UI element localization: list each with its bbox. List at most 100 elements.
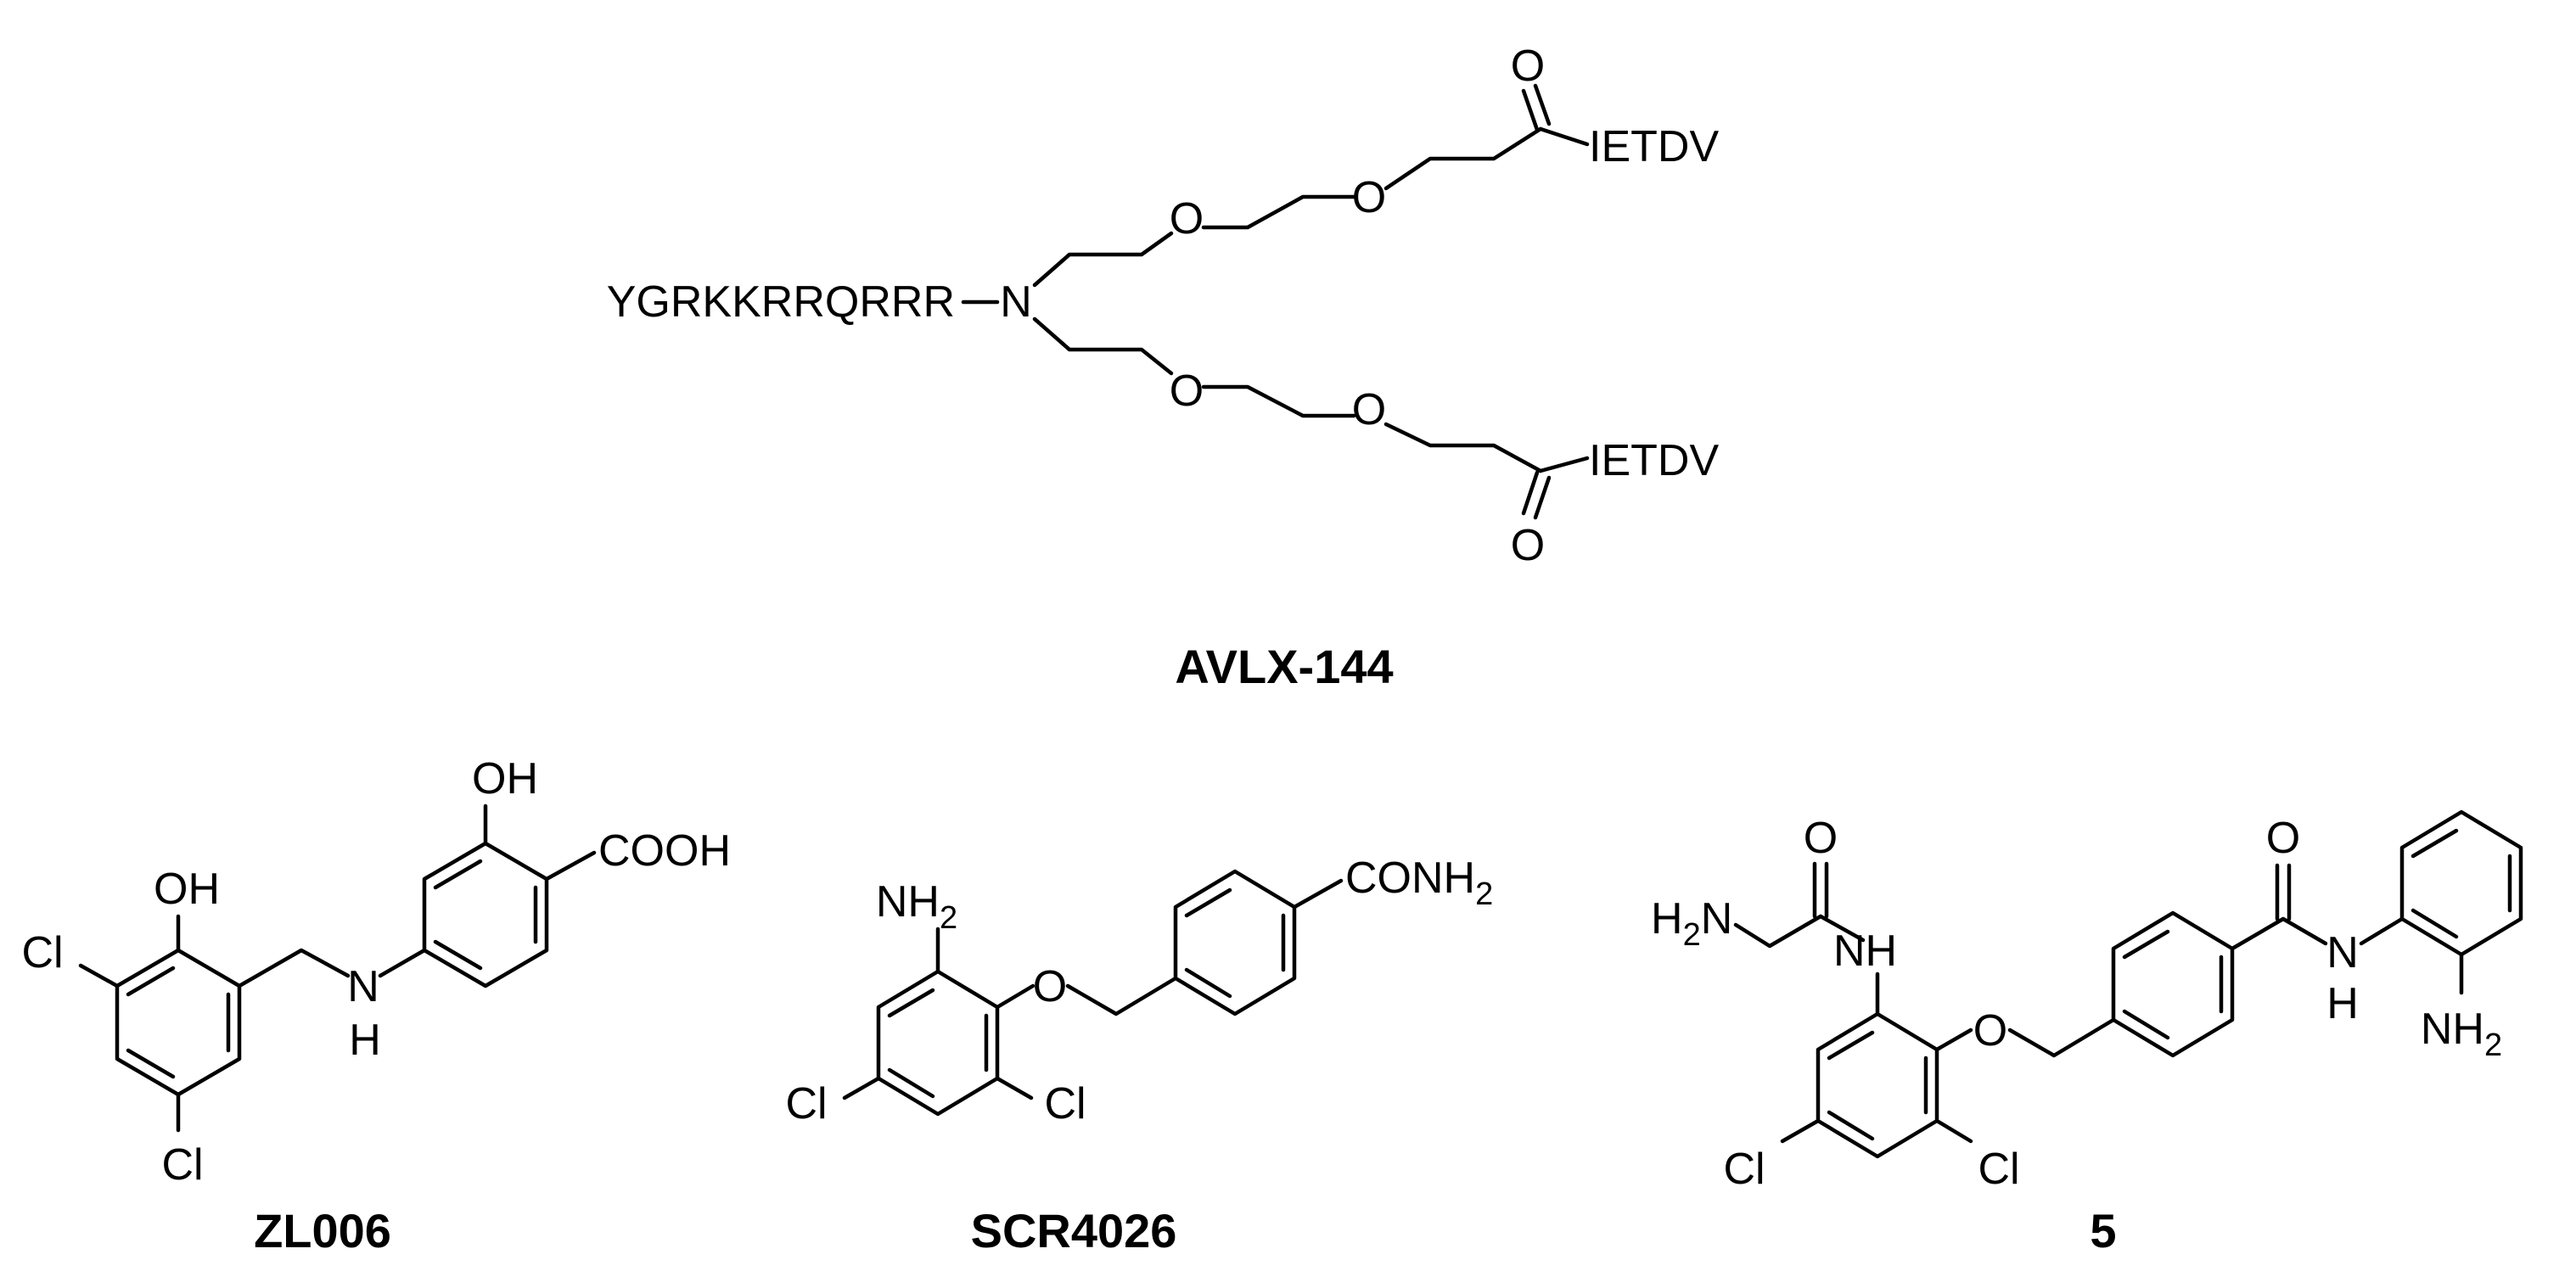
- compound5-anilide-nh-label: NH: [1833, 927, 1897, 976]
- compound5-benzamide-ring: [2111, 910, 2235, 1058]
- compound5-glycyl-amide-bond: [1818, 914, 1866, 943]
- compound5-glycyl-carbonyl-oxygen: O: [1804, 814, 1838, 863]
- compound5-aminophenyl-ring-double-3: [2410, 908, 2459, 939]
- avlx144-upper-ether-oxygen-1: O: [1170, 194, 1204, 244]
- scr4026-amide-bond: [1292, 878, 1344, 910]
- compound5-ether-bond-1: [1934, 1027, 1973, 1052]
- zl006-acid-bond: [544, 850, 597, 882]
- avlx144-lower-amide-bond: [1538, 456, 1590, 473]
- scr4026-cl-bond-1: [842, 1076, 881, 1100]
- scr4026-structure: NH2 Cl Cl O CONH2 SCR4026: [785, 854, 1493, 1257]
- zl006-salicylic-oh-label: OH: [472, 754, 538, 803]
- scr4026-amine-nh: NH: [876, 877, 940, 927]
- avlx144-upper-ietdv-label: IETDV: [1589, 122, 1719, 171]
- avlx144-upper-peg-chain: [1032, 231, 1174, 288]
- compound5-h2n-h: H: [1651, 894, 1683, 943]
- compound5-ether-oxygen-label: O: [1973, 1006, 2007, 1055]
- zl006-amine-n-label: N: [347, 962, 379, 1011]
- avlx144-upper-propanoyl-chain: [1383, 126, 1543, 191]
- compound5-aryl-amine-label: NH2: [2421, 1005, 2502, 1063]
- compound5-compound-name: 5: [2090, 1204, 2116, 1257]
- zl006-phenol-oh-label: OH: [154, 865, 220, 914]
- scr4026-chloro-label-2: Cl: [1044, 1079, 1086, 1128]
- scr4026-aniline-ring-double-1: [887, 988, 935, 1018]
- compound5-aminophenyl-ring: [2399, 809, 2523, 957]
- zl006-compound-name: ZL006: [254, 1204, 391, 1257]
- zl006-amine-ring-bond: [378, 948, 427, 978]
- compound5-structure: H2N O NH Cl Cl O O N H: [1651, 809, 2523, 1257]
- compound5-chloro-label-1: Cl: [1723, 1145, 1765, 1194]
- compound5-aminophenyl-ring-double-1: [2410, 828, 2459, 859]
- zl006-phenol-ring-double-3: [126, 1048, 176, 1079]
- avlx144-upper-ether-oxygen-2: O: [1352, 173, 1386, 222]
- avlx144-lower-peg-chain-2: [1201, 384, 1356, 418]
- scr4026-chloro-label-1: Cl: [785, 1079, 827, 1128]
- compound5-benzamide-ring-double-1: [2122, 929, 2170, 960]
- avlx144-lower-carbonyl-bond-a: [1521, 470, 1540, 516]
- scr4026-aniline-ring-double-3: [887, 1067, 935, 1099]
- compound5-cl-bond-1: [1780, 1118, 1821, 1144]
- avlx144-upper-carbonyl-oxygen: O: [1511, 42, 1545, 91]
- avlx144-lower-ether-oxygen-1: O: [1170, 367, 1204, 416]
- avlx144-compound-name: AVLX-144: [1175, 640, 1393, 693]
- zl006-chloro-label-2: Cl: [161, 1140, 203, 1190]
- compound5-cl-bond-2: [1934, 1118, 1973, 1144]
- zl006-phenol-ring-double-1: [126, 966, 176, 997]
- avlx144-lower-carbonyl-bond-b: [1533, 475, 1552, 520]
- avlx144-lower-ietdv-label: IETDV: [1589, 436, 1719, 485]
- compound5-benzyl-linker: [2007, 1017, 2116, 1058]
- compound5-benzamide-carbonyl-chain: [2230, 916, 2286, 951]
- scr4026-ether-bond-1: [995, 983, 1035, 1010]
- scr4026-amine-label: NH2: [876, 877, 957, 936]
- compound5-dichloro-ring-double-3: [1827, 1110, 1875, 1141]
- scr4026-ether-oxygen-label: O: [1033, 962, 1067, 1011]
- compound5-aryl-amine-nh: NH: [2421, 1005, 2484, 1054]
- scr4026-amine-subscript: 2: [940, 900, 957, 936]
- zl006-salicylic-ring-double-1: [433, 859, 483, 890]
- avlx144-structure: YGRKKRRQRRR N O O O IETDV O O O IETDV AV…: [607, 42, 1720, 693]
- scr4026-benzamide-ring-double-3: [1184, 967, 1232, 999]
- zl006-phenol-ring: [115, 948, 242, 1097]
- scr4026-benzamide-ring: [1173, 869, 1297, 1016]
- compound5-benzamide-n-bond: [2281, 916, 2328, 946]
- avlx144-tat-peptide-label: YGRKKRRQRRR: [607, 277, 955, 327]
- compound5-dichloro-ring: [1816, 1011, 1939, 1159]
- compound5-benzamide-carbonyl-oxygen: O: [2266, 814, 2300, 863]
- zl006-structure: OH Cl Cl N H OH COOH ZL006: [21, 754, 731, 1257]
- compound5-h2n-subscript: 2: [1683, 917, 1701, 953]
- scr4026-cl-bond-2: [995, 1076, 1034, 1100]
- zl006-benzyl-linker: [237, 948, 351, 988]
- scr4026-aniline-ring: [876, 969, 1000, 1117]
- zl006-chloro-label-1: Cl: [21, 928, 63, 977]
- compound5-h2n-n: N: [1701, 894, 1733, 943]
- compound5-h2n-label: H2N: [1651, 894, 1732, 953]
- zl006-amine-h-label: H: [349, 1016, 381, 1065]
- compound5-aryl-amine-subscript: 2: [2484, 1027, 2502, 1063]
- scr4026-amide-subscript: 2: [1475, 876, 1493, 912]
- scr4026-compound-name: SCR4026: [971, 1204, 1177, 1257]
- compound5-benzamide-ring-double-3: [2122, 1009, 2170, 1040]
- zl006-carboxylic-acid-label: COOH: [598, 826, 731, 876]
- compound5-dichloro-ring-double-1: [1827, 1030, 1875, 1061]
- zl006-salicylic-ring-double-3: [433, 939, 483, 971]
- zl006-cl-bond-1: [78, 963, 120, 988]
- avlx144-lower-propanoyl-chain: [1383, 422, 1543, 473]
- scr4026-amide-label: CONH2: [1345, 854, 1493, 912]
- scr4026-benzyl-linker: [1065, 976, 1178, 1016]
- scr4026-benzamide-ring-double-1: [1184, 887, 1232, 918]
- avlx144-lower-carbonyl-oxygen: O: [1511, 521, 1545, 570]
- avlx144-upper-carbonyl-bond-a: [1521, 88, 1540, 132]
- avlx144-upper-carbonyl-bond-b: [1533, 83, 1552, 126]
- compound5-benzamide-h-label: H: [2326, 979, 2359, 1028]
- avlx144-nitrogen-label: N: [1000, 277, 1032, 327]
- avlx144-upper-peg-chain-2: [1201, 194, 1356, 230]
- avlx144-upper-amide-bond: [1538, 126, 1590, 147]
- scr4026-amide-text: CONH: [1345, 854, 1475, 903]
- zl006-salicylic-ring: [422, 841, 549, 988]
- compound5-chloro-label-2: Cl: [1978, 1145, 2019, 1194]
- avlx144-lower-peg-chain: [1032, 316, 1174, 376]
- compound5-n-aryl-bond: [2359, 916, 2405, 946]
- avlx144-lower-ether-oxygen-2: O: [1352, 385, 1386, 434]
- compound5-benzamide-n-label: N: [2326, 928, 2359, 977]
